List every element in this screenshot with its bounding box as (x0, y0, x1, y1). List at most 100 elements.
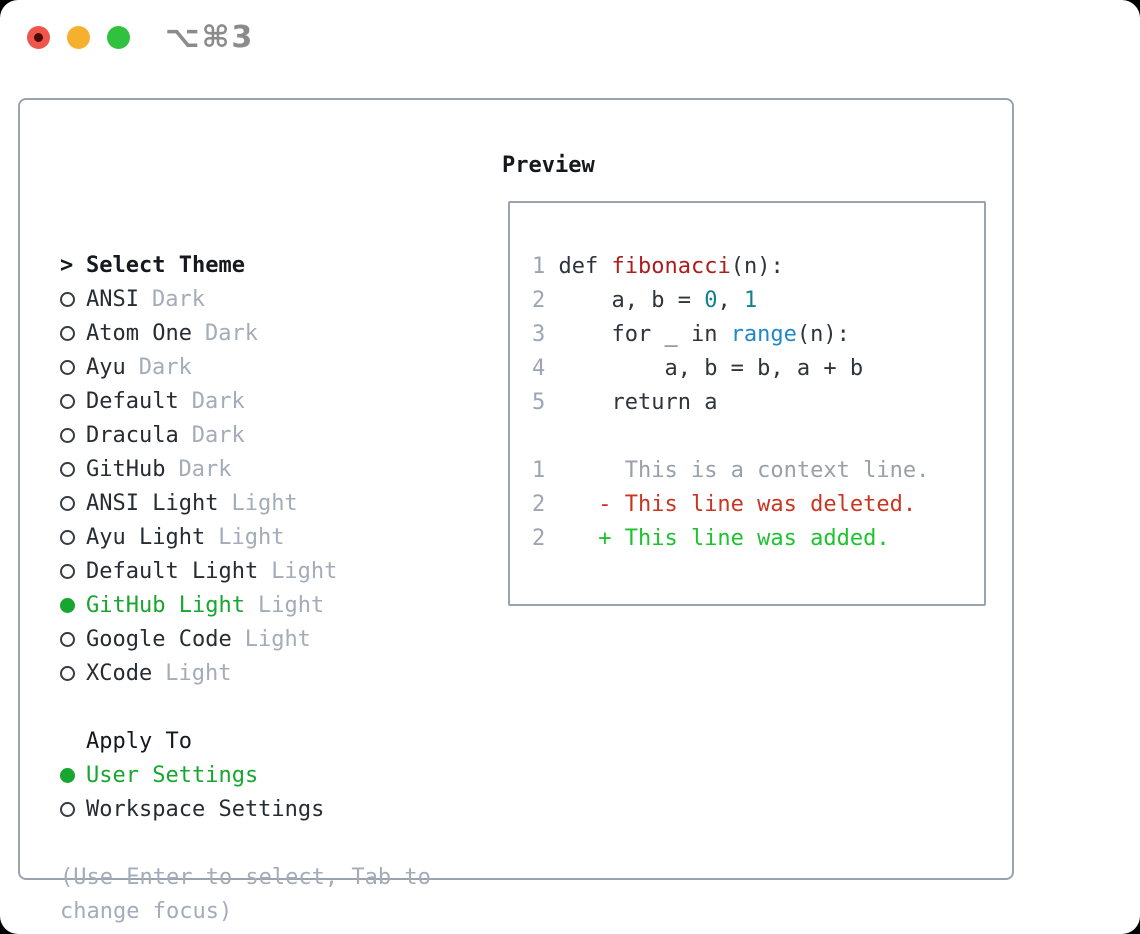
code-token-code: return a (558, 390, 718, 415)
code-line: 5 return a (532, 386, 984, 420)
theme-name: ANSI Light (86, 490, 219, 516)
spacer-row (60, 826, 500, 860)
code-line: 2 + This line was added. (532, 522, 984, 556)
theme-variant-badge: Light (271, 558, 338, 584)
code-line: 2 - This line was deleted. (532, 488, 984, 522)
code-line: 3 for _ in range(n): (532, 318, 984, 352)
apply-to-header: Apply To (60, 724, 500, 758)
radio-icon (60, 631, 75, 647)
code-line: 4 a, b = b, a + b (532, 352, 984, 386)
code-token-code: def (558, 254, 612, 279)
theme-option-ansi[interactable]: ANSI Dark (60, 282, 500, 316)
theme-variant-badge: Dark (191, 388, 245, 414)
code-token-ctx: This is a context line. (545, 458, 930, 483)
code-token-ln: 2 (532, 288, 559, 313)
theme-variant-badge: Dark (138, 354, 192, 380)
theme-name: GitHub (86, 456, 166, 482)
theme-option-ayu-light[interactable]: Ayu Light Light (60, 520, 500, 554)
radio-icon (60, 461, 75, 477)
marker-cell (60, 631, 86, 647)
prompt-caret-icon: > (60, 252, 74, 278)
theme-name: Ayu Light (86, 524, 206, 550)
code-token-builtin: range (730, 322, 797, 347)
theme-name: GitHub Light (86, 592, 245, 618)
keyboard-hint-line-1: (Use Enter to select, Tab to (60, 864, 431, 890)
window-titlebar: ⌥⌘3 (0, 0, 1140, 76)
theme-variant-badge: Light (231, 490, 298, 516)
window-title: ⌥⌘3 (165, 20, 255, 55)
close-button[interactable] (27, 26, 50, 49)
theme-option-github[interactable]: GitHub Dark (60, 452, 500, 486)
theme-variant-badge: Light (244, 626, 311, 652)
radio-icon (60, 529, 75, 545)
radio-icon (60, 427, 75, 443)
marker-cell (60, 325, 86, 341)
radio-icon (60, 359, 75, 375)
theme-option-xcode[interactable]: XCode Light (60, 656, 500, 690)
radio-icon (60, 325, 75, 341)
theme-name: Default (86, 388, 179, 414)
radio-icon (60, 393, 75, 409)
code-line: 1 def fibonacci(n): (532, 250, 984, 284)
radio-icon (60, 801, 75, 817)
theme-variant-badge: Light (218, 524, 285, 550)
theme-variant-badge: Dark (204, 320, 258, 346)
theme-name: ANSI (86, 286, 139, 312)
code-token-ln: 1 (532, 458, 546, 483)
theme-variant-badge: Dark (151, 286, 205, 312)
code-token-code: a, b = (558, 288, 705, 313)
minimize-button[interactable] (67, 26, 90, 49)
apply-option-label: Workspace Settings (86, 796, 325, 822)
radio-icon (60, 563, 75, 579)
radio-icon (60, 495, 75, 511)
code-token-ln: 2 (532, 492, 546, 517)
code-token-num: 0 (704, 288, 718, 313)
theme-variant-badge: Light (257, 592, 325, 618)
theme-name: Default Light (86, 558, 259, 584)
code-line: 1 This is a context line. (532, 454, 984, 488)
code-token-fn: fibonacci (611, 254, 731, 279)
radio-icon (60, 665, 75, 681)
code-token-code: for _ in (558, 322, 731, 347)
apply-option-label: User Settings (86, 762, 259, 788)
code-token-code: (n): (796, 322, 850, 347)
code-token-ln: 3 (532, 322, 559, 347)
code-line (532, 420, 984, 454)
apply-to-title: Apply To (86, 728, 192, 754)
theme-option-ansi-light[interactable]: ANSI Light Light (60, 486, 500, 520)
marker-cell (60, 359, 86, 375)
code-token-ln: 1 (532, 254, 559, 279)
apply-option-workspace-settings[interactable]: Workspace Settings (60, 792, 500, 826)
theme-variant-badge: Dark (191, 422, 245, 448)
spacer-row (60, 690, 500, 724)
theme-option-default-light[interactable]: Default Light Light (60, 554, 500, 588)
code-token-ln: 2 (532, 526, 546, 551)
code-line: 2 a, b = 0, 1 (532, 284, 984, 318)
marker-cell (60, 801, 86, 817)
theme-variant-badge: Light (165, 660, 232, 686)
zoom-button[interactable] (107, 26, 130, 49)
theme-name: Atom One (86, 320, 192, 346)
marker-cell (60, 427, 86, 443)
keyboard-hint-line-2: change focus) (60, 898, 233, 924)
theme-option-github-light[interactable]: GitHub Light Light (60, 588, 500, 622)
select-theme-title: Select Theme (86, 252, 245, 278)
preview-title: Preview (502, 152, 595, 178)
marker-cell (60, 529, 86, 545)
code-token-add: + This line was added. (545, 526, 890, 551)
code-token-num: 1 (743, 288, 758, 313)
theme-name: XCode (86, 660, 153, 686)
theme-variant-badge: Dark (178, 456, 232, 482)
code-token-ln: 4 (532, 356, 559, 381)
apply-option-user-settings[interactable]: User Settings (60, 758, 500, 792)
theme-option-atom-one[interactable]: Atom One Dark (60, 316, 500, 350)
theme-option-default[interactable]: Default Dark (60, 384, 500, 418)
